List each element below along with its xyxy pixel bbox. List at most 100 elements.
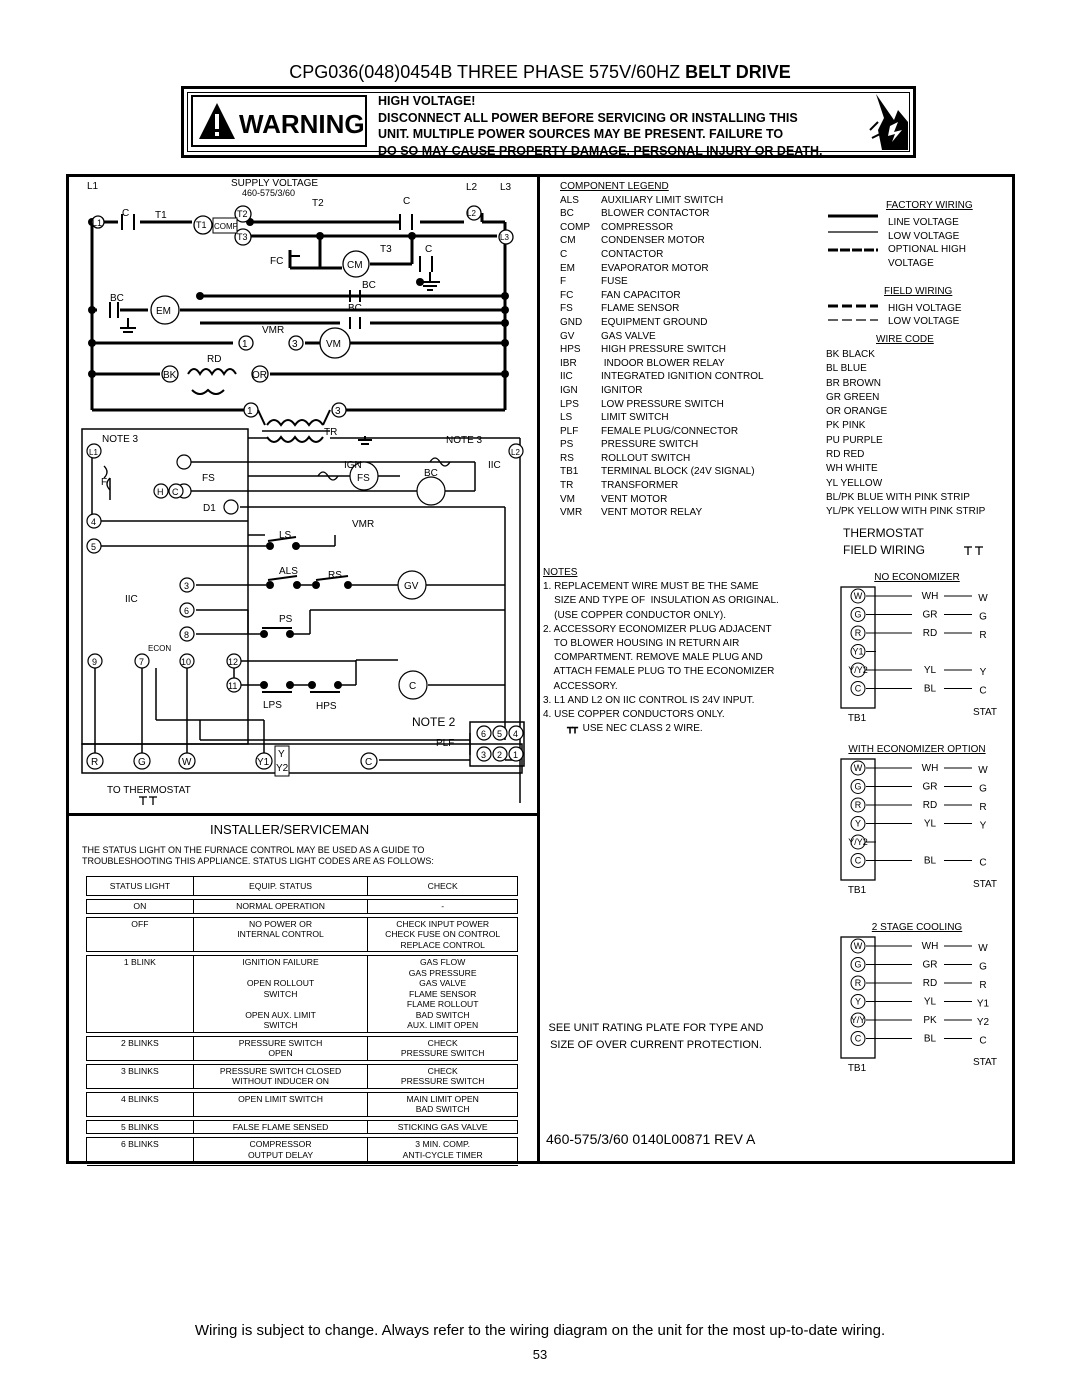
label-T3-node: T3 <box>237 232 248 242</box>
no-econ-stat-label: G <box>979 612 987 623</box>
with-econ-terminal <box>850 760 866 776</box>
label-COMP: COMP <box>214 222 238 231</box>
with-econ-wire-color: YL <box>924 819 937 830</box>
label-PLF: PLF <box>436 738 454 749</box>
status-table-cell: IGNITION FAILURE OPEN ROLLOUT SWITCH OPE… <box>192 955 369 1033</box>
legend-item: IBR INDOOR BLOWER RELAY <box>560 357 725 369</box>
plf-2: 2 <box>497 750 502 760</box>
label-LPS: LPS <box>263 700 282 711</box>
label-n11: 11 <box>228 681 237 691</box>
label-BC-2: BC <box>110 293 124 304</box>
status-table-cell: MAIN LIMIT OPEN BAD SWITCH <box>367 1091 518 1117</box>
note-line: 2. ACCESSORY ECONOMIZER PLUG ADJACENT <box>543 623 772 635</box>
no-econ-terminal <box>850 588 866 604</box>
label-CM: CM <box>347 260 363 271</box>
two-stage-terminal-label: C <box>855 1034 862 1044</box>
label-C-comp: C <box>409 681 416 692</box>
no-econ-terminal <box>850 625 866 641</box>
two-stage-tb1-label: TB1 <box>848 1063 867 1074</box>
no-econ-stat-label: R <box>979 630 986 641</box>
note-line: 1. REPLACEMENT WIRE MUST BE THE SAME <box>543 581 759 593</box>
no-econ-terminal <box>850 681 866 696</box>
with-econ-stat-label: C <box>979 858 986 869</box>
status-table-cell: NO POWER OR INTERNAL CONTROL <box>192 916 369 952</box>
label-vmr-1: 1 <box>242 339 248 350</box>
label-FS-1: FS <box>202 473 215 484</box>
notes-block: NOTES 1. REPLACEMENT WIRE MUST BE THE SA… <box>543 566 779 736</box>
with-econ-stat-label: W <box>978 765 988 776</box>
status-table-cell: PRESSURE SWITCH CLOSED WITHOUT INDUCER O… <box>192 1063 369 1089</box>
factory-wiring-key: LINE VOLTAGE LOW VOLTAGE OPTIONAL HIGH V… <box>888 217 966 269</box>
wire-code-item: BL/PK BLUE WITH PINK STRIP <box>826 491 970 503</box>
diagram-frame <box>66 174 1015 1164</box>
no-econ-terminal <box>850 644 866 659</box>
status-table-cell: 4 BLINKS <box>86 1091 194 1117</box>
with-econ-wire-color: GR <box>923 782 938 793</box>
label-C-cm: C <box>425 244 432 255</box>
no-econ-wire-color: RD <box>923 628 937 639</box>
label-L3: L3 <box>500 182 512 193</box>
wire-code-item: WH WHITE <box>826 463 878 475</box>
label-PS: PS <box>279 614 293 625</box>
label-FC: FC <box>270 256 283 267</box>
label-C-top: C <box>403 196 410 207</box>
no-econ-terminal-label: W <box>854 591 863 601</box>
no-econ-terminal-label: C <box>855 684 862 694</box>
label-n9: 9 <box>92 657 97 667</box>
to-thermostat-label: TO THERMOSTAT <box>107 785 191 796</box>
status-table-cell: CHECK PRESSURE SWITCH <box>367 1035 518 1061</box>
no-econ-wire-color: WH <box>922 591 939 602</box>
label-H: H <box>157 487 164 497</box>
two-stage-stat-label: W <box>978 943 988 954</box>
two-stage-stat-title: STAT <box>973 1057 997 1068</box>
note-line: TO BLOWER HOUSING IN RETURN AIR <box>543 638 740 650</box>
label-n4: 4 <box>91 517 96 527</box>
wire-code-item: PK PINK <box>826 420 866 432</box>
label-n6: 6 <box>184 606 189 616</box>
footer-note: Wiring is subject to change. Always refe… <box>194 1322 886 1339</box>
label-FS-2: FS <box>357 473 370 484</box>
with-econ-wire-color: BL <box>924 856 937 867</box>
status-table-header: STATUS LIGHT <box>86 876 194 896</box>
status-table-cell: - <box>367 899 518 914</box>
revision-label: 460-575/3/60 0140L00871 REV A <box>546 1131 756 1147</box>
with-econ-tb1-box <box>840 758 876 881</box>
with-econ-terminal-label: Y/Y2 <box>848 837 868 847</box>
installer-title: INSTALLER/SERVICEMAN <box>210 822 370 837</box>
with-econ-terminal <box>850 834 866 850</box>
with-econ-terminal <box>850 816 866 831</box>
label-EM: EM <box>156 306 171 317</box>
two-stage-wire-color: GR <box>923 960 938 971</box>
two-stage-terminal-label: G <box>854 960 861 970</box>
class2-wire-symbol <box>139 796 157 805</box>
plf-1: 1 <box>513 750 518 760</box>
two-stage-wire-color: PK <box>923 1015 937 1026</box>
label-n8: 8 <box>184 630 189 640</box>
status-table-cell: 6 BLINKS <box>86 1137 194 1162</box>
warning-box <box>181 86 916 158</box>
no-econ-stat-label: W <box>978 593 988 604</box>
no-econ-tb1-label: TB1 <box>848 713 867 724</box>
label-L3-node: L3 <box>500 233 509 242</box>
label-F: F <box>101 477 107 488</box>
factory-wiring-title: FACTORY WIRING <box>886 200 973 211</box>
with-econ-terminal-label: W <box>854 763 863 773</box>
status-table-cell: 3 MIN. COMP. ANTI-CYCLE TIMER <box>367 1137 518 1162</box>
label-n10: 10 <box>181 657 191 667</box>
wire-code-item: BR BROWN <box>826 377 881 389</box>
label-HPS: HPS <box>316 701 337 712</box>
label-LS: LS <box>279 530 292 541</box>
label-ECON: ECON <box>148 644 171 653</box>
